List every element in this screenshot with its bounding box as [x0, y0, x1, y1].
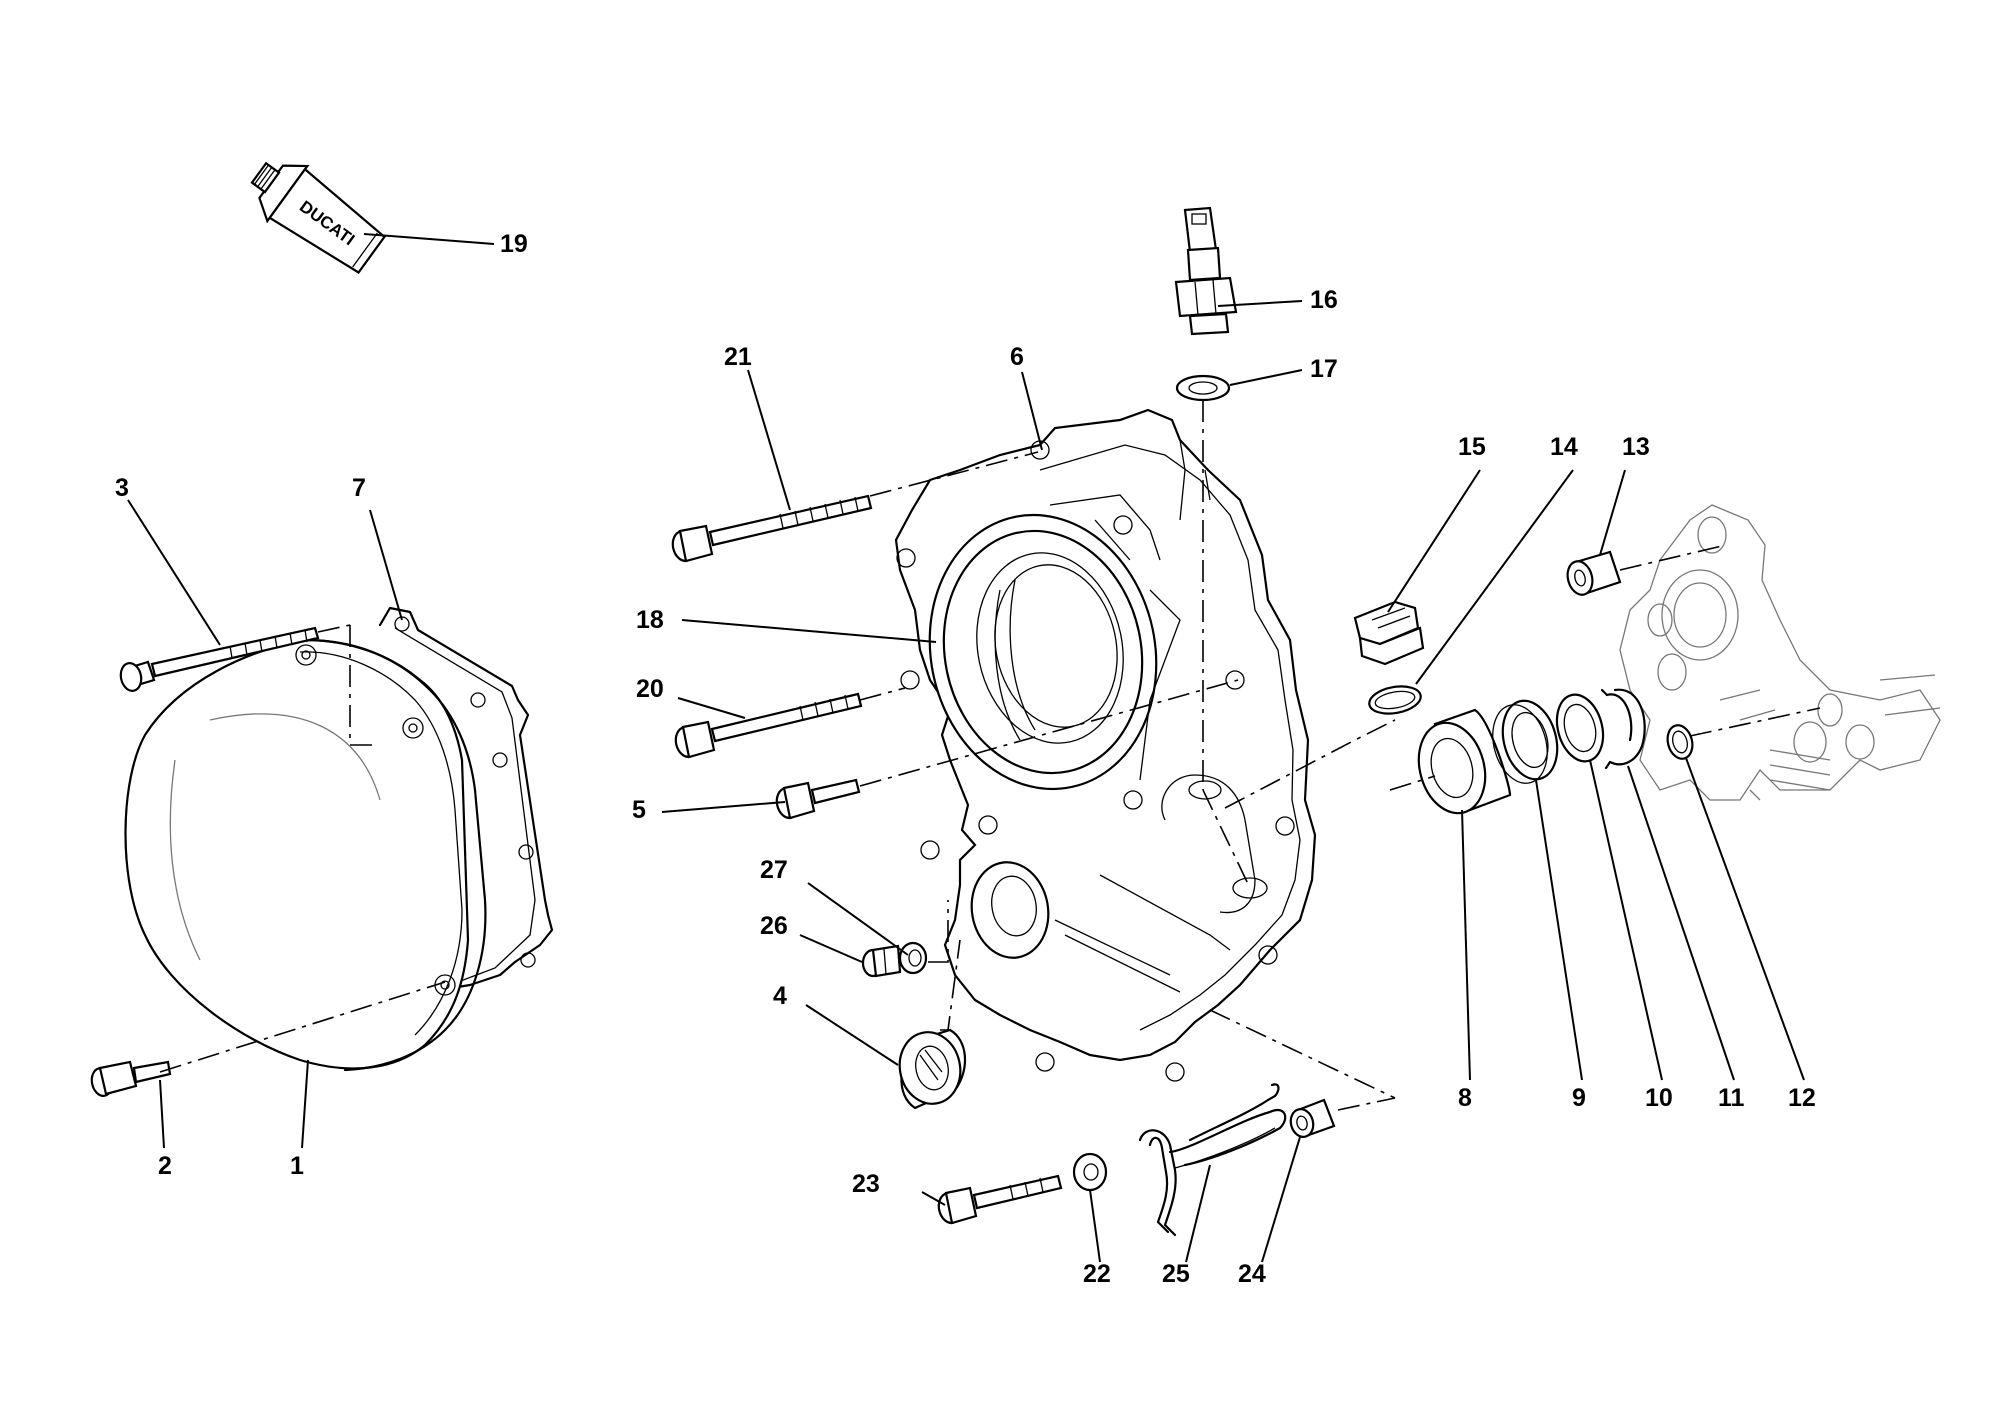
callout-5: 5 [632, 796, 646, 824]
engine-case-background [1619, 504, 1941, 801]
callout-25: 25 [1162, 1260, 1190, 1288]
sealant-tube-19: DUCATI [250, 161, 386, 274]
callout-10: 10 [1645, 1084, 1673, 1112]
bolt-2 [90, 1060, 172, 1097]
callout-27: 27 [760, 856, 788, 884]
callout-24: 24 [1238, 1260, 1266, 1288]
washer-27 [898, 941, 928, 975]
o-ring-12 [1666, 724, 1694, 760]
bushing-13 [1566, 550, 1622, 596]
sleeve-8 [1417, 708, 1512, 815]
o-ring-14 [1368, 685, 1422, 715]
case-cover-6 [894, 408, 1317, 1082]
callout-3: 3 [115, 474, 129, 502]
callout-26: 26 [760, 912, 788, 940]
callout-7: 7 [352, 474, 366, 502]
callout-22: 22 [1083, 1260, 1111, 1288]
bolt-21 [671, 494, 873, 563]
callout-21: 21 [724, 343, 752, 371]
callout-23: 23 [852, 1170, 880, 1198]
callout-18: 18 [636, 606, 664, 634]
bolt-3 [119, 626, 320, 692]
bolt-23 [937, 1174, 1063, 1225]
circlip-11 [1600, 688, 1646, 770]
temperature-sensor-16 [1174, 206, 1238, 336]
callout-19: 19 [500, 230, 528, 258]
callout-20: 20 [636, 675, 664, 703]
callout-15: 15 [1458, 433, 1486, 461]
callout-13: 13 [1622, 433, 1650, 461]
callout-11: 11 [1718, 1084, 1745, 1112]
bolt-20 [674, 692, 863, 759]
seal-4 [898, 1028, 967, 1110]
callout-6: 6 [1010, 343, 1024, 371]
callout-12: 12 [1788, 1084, 1816, 1112]
callout-1: 1 [290, 1152, 304, 1180]
clutch-cover-1 [124, 606, 554, 1072]
filler-cap-15 [1353, 600, 1425, 666]
callout-2: 2 [158, 1152, 172, 1180]
bearing-9 [1492, 699, 1559, 784]
callout-17: 17 [1310, 355, 1338, 383]
callout-9: 9 [1572, 1084, 1586, 1112]
wire-clip-25 [1138, 1083, 1287, 1237]
leader-lines [127, 233, 1805, 1263]
callout-4: 4 [773, 982, 787, 1010]
bolt-5 [775, 778, 861, 820]
spacer-10 [1555, 693, 1605, 763]
callout-8: 8 [1458, 1084, 1472, 1112]
callout-14: 14 [1550, 433, 1578, 461]
alignment-lines [159, 400, 1821, 1111]
plug-26 [861, 944, 902, 978]
washer-22 [1072, 1152, 1108, 1192]
callout-labels: 19 16 17 21 6 3 7 15 14 13 18 20 5 27 26… [115, 230, 1816, 1288]
bushing-24 [1289, 1098, 1336, 1138]
washer-17 [1175, 374, 1231, 402]
callout-16: 16 [1310, 286, 1338, 314]
